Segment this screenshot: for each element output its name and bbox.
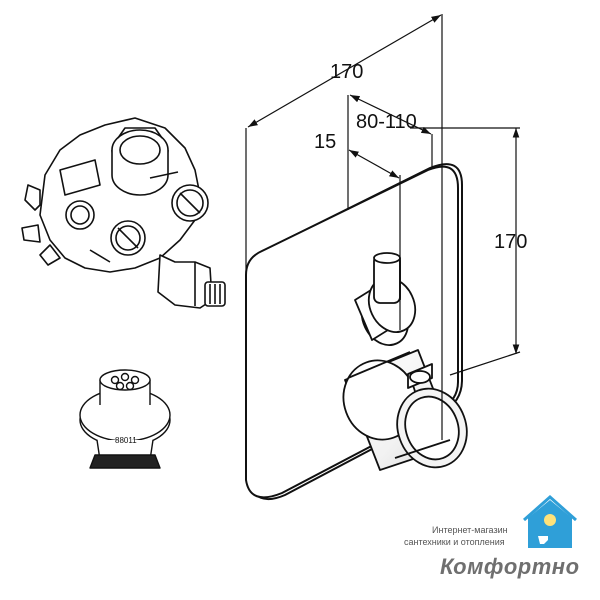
- watermark-line1: Интернет-магазин: [432, 525, 508, 535]
- watermark-brand: Комфортно: [440, 554, 580, 579]
- dimension-lines: [245, 14, 521, 440]
- watermark: Интернет-магазин сантехники и отопления …: [404, 494, 580, 579]
- valve-body: [21, 117, 226, 309]
- thermostat-knob: [342, 349, 468, 471]
- dim-height-label: 170: [494, 231, 527, 253]
- watermark-line2: сантехники и отопления: [404, 537, 505, 547]
- dim-width-label: 170: [330, 61, 363, 83]
- diverter-handle: [354, 252, 417, 346]
- cartridge-label: 88011: [115, 436, 137, 445]
- cartridge: [79, 369, 171, 469]
- house-water-sun-icon: [523, 494, 577, 548]
- dim-depth-label: 80-110: [356, 111, 417, 133]
- dim-offset-label: 15: [314, 131, 336, 153]
